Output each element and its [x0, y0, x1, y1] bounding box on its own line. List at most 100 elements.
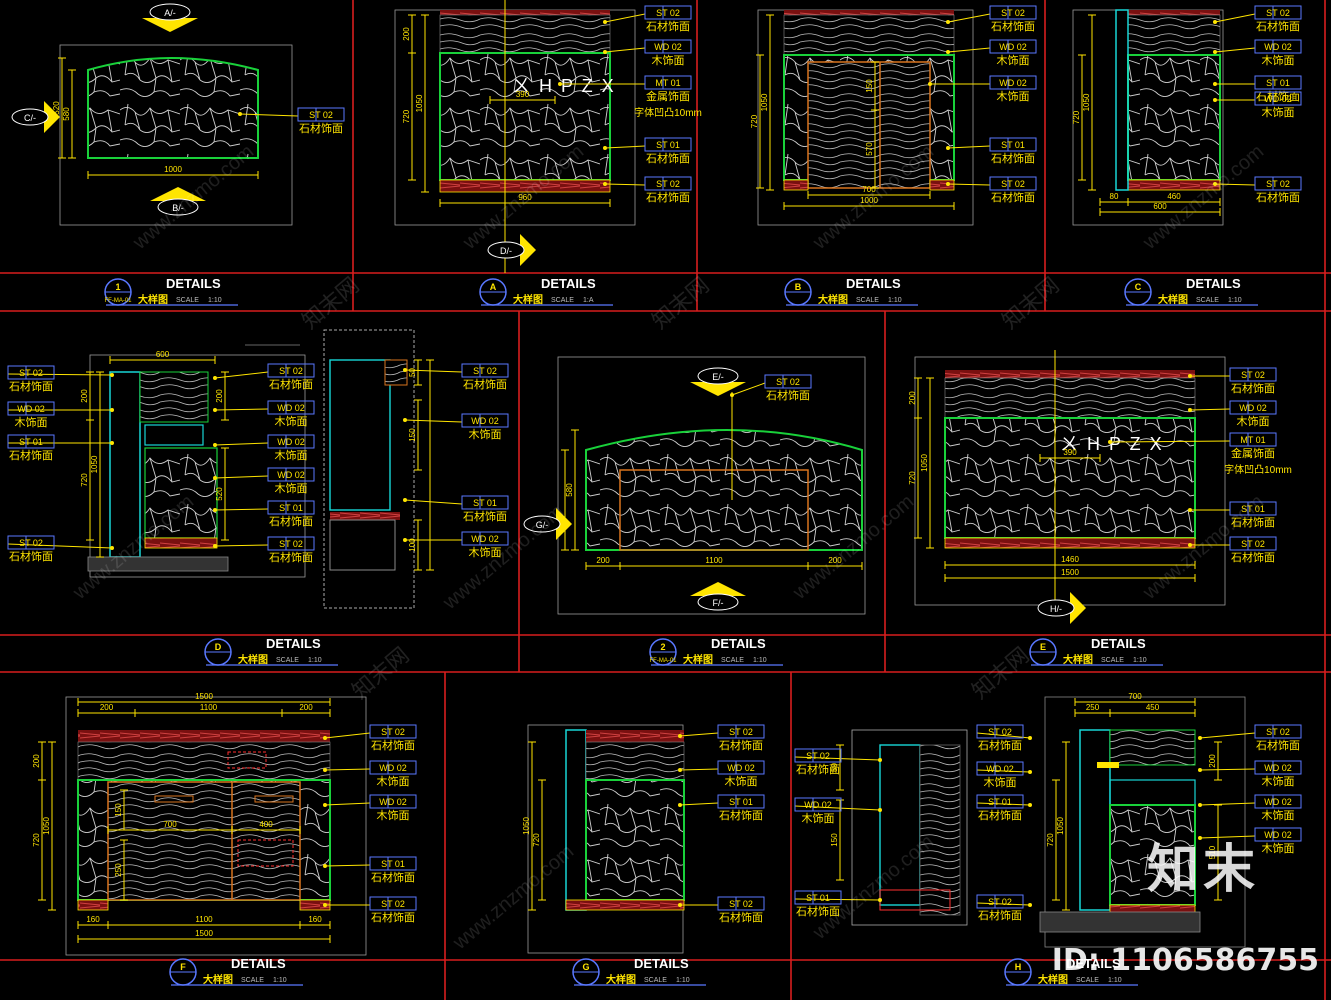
- scale-value: 1:10: [676, 977, 690, 984]
- material-name: 石材饰面: [1231, 515, 1275, 529]
- section-bubble: [11, 108, 49, 126]
- leader-dot: [1198, 768, 1202, 772]
- dim-text: 200: [100, 703, 114, 712]
- dim-text: 960: [518, 193, 532, 202]
- dim-text: 400: [259, 820, 273, 829]
- scale-word: SCALE: [856, 297, 879, 304]
- material-tag: [989, 75, 1037, 90]
- material-name: 石材饰面: [371, 910, 415, 924]
- material-name: 石材饰面: [796, 904, 840, 918]
- logo-letters: ㄨ H P Z X: [512, 76, 616, 96]
- material-tag: [461, 495, 509, 510]
- material-name: 石材饰面: [766, 388, 810, 402]
- material-code: WD 02: [471, 416, 499, 426]
- material-code: WD 02: [277, 470, 305, 480]
- scale-word: SCALE: [644, 977, 667, 984]
- leader-dot: [603, 20, 607, 24]
- dim-text: 80: [1110, 192, 1119, 201]
- leader-line: [947, 145, 991, 149]
- stone-band: [783, 179, 809, 191]
- leader-line: [324, 864, 371, 867]
- leader-dot: [213, 476, 217, 480]
- leader-line: [731, 382, 766, 396]
- leader-dot: [678, 803, 682, 807]
- stone-band: [784, 10, 954, 15]
- material-name: 石材饰面: [1256, 190, 1300, 204]
- section-cut: [323, 329, 415, 609]
- leader-dot: [238, 112, 242, 116]
- material-code: ST 02: [1001, 8, 1025, 18]
- material-tag: [369, 856, 417, 871]
- dim-text: 580: [62, 107, 71, 121]
- material-name: 石材饰面: [1231, 550, 1275, 564]
- leader-dot: [1213, 182, 1217, 186]
- watermark-logo: 知末: [1146, 840, 1259, 900]
- watermark-site: www.znzmo.com: [448, 841, 578, 955]
- material-code: WD 02: [17, 404, 45, 414]
- stone-panel: [585, 779, 685, 901]
- material-name: 木饰面: [1262, 808, 1295, 822]
- material-name: 石材饰面: [991, 151, 1035, 165]
- dim-text: 1050: [415, 94, 424, 112]
- material-name: 木饰面: [652, 53, 685, 67]
- material-tag: [794, 797, 842, 812]
- leader-line: [324, 768, 371, 771]
- material-name: 木饰面: [1262, 841, 1295, 855]
- leader-dot: [678, 734, 682, 738]
- title-text: DETAILS: [711, 636, 766, 651]
- material-tag: [267, 500, 315, 515]
- leader-line: [604, 145, 646, 149]
- material-name: 木饰面: [997, 89, 1030, 103]
- material-tag: [7, 401, 55, 416]
- watermark-brand: 知末网: [347, 642, 414, 704]
- stone-panel: [1109, 804, 1196, 906]
- material-name: 石材饰面: [299, 121, 343, 135]
- section-label: C/-: [24, 113, 36, 123]
- leader-dot: [403, 498, 407, 502]
- leader-dot: [1213, 50, 1217, 54]
- section-label: G/-: [536, 520, 549, 530]
- dim-text: 160: [308, 915, 322, 924]
- view-name: 大样图: [1063, 653, 1093, 666]
- dim-text: 720: [532, 833, 541, 847]
- material-code: ST 02: [19, 538, 43, 548]
- material-name: 石材饰面: [269, 550, 313, 564]
- watermark-brand: 知末网: [647, 272, 714, 334]
- leader-dot: [403, 368, 407, 372]
- material-code: ST 02: [1266, 8, 1290, 18]
- material-name: 木饰面: [725, 774, 758, 788]
- material-tag: [794, 890, 842, 905]
- leader-line: [324, 732, 371, 739]
- material-tag: [1229, 536, 1277, 551]
- view-border: [557, 356, 866, 615]
- scale-word: SCALE: [1101, 657, 1124, 664]
- material-code: ST 02: [806, 751, 830, 761]
- material-code: ST 02: [776, 377, 800, 387]
- material-name: 石材饰面: [978, 738, 1022, 752]
- material-tag: [717, 724, 765, 739]
- dim-text: 150: [830, 833, 839, 847]
- dim-text: 200: [32, 754, 41, 768]
- material-tag: [369, 896, 417, 911]
- stone-band: [78, 730, 330, 742]
- dim-text: 1500: [1061, 568, 1079, 577]
- leader-line: [976, 802, 1031, 806]
- stone-panel: [144, 447, 218, 539]
- watermark-brand: 知末网: [967, 642, 1034, 704]
- dim-text: 720: [80, 473, 89, 487]
- dim-text: 100: [408, 538, 417, 552]
- dim-text: 600: [1153, 202, 1167, 211]
- dim-text: 1050: [920, 454, 929, 472]
- material-name: 石材饰面: [9, 448, 53, 462]
- material-name: 石材饰面: [646, 19, 690, 33]
- dim-text: 1100: [200, 703, 218, 712]
- side-profile: [565, 729, 587, 911]
- material-code: WD 02: [277, 437, 305, 447]
- material-tag: [1254, 760, 1302, 775]
- section-label: D/-: [500, 246, 512, 256]
- title-badge-text: D: [215, 642, 222, 652]
- stone-band: [439, 179, 611, 193]
